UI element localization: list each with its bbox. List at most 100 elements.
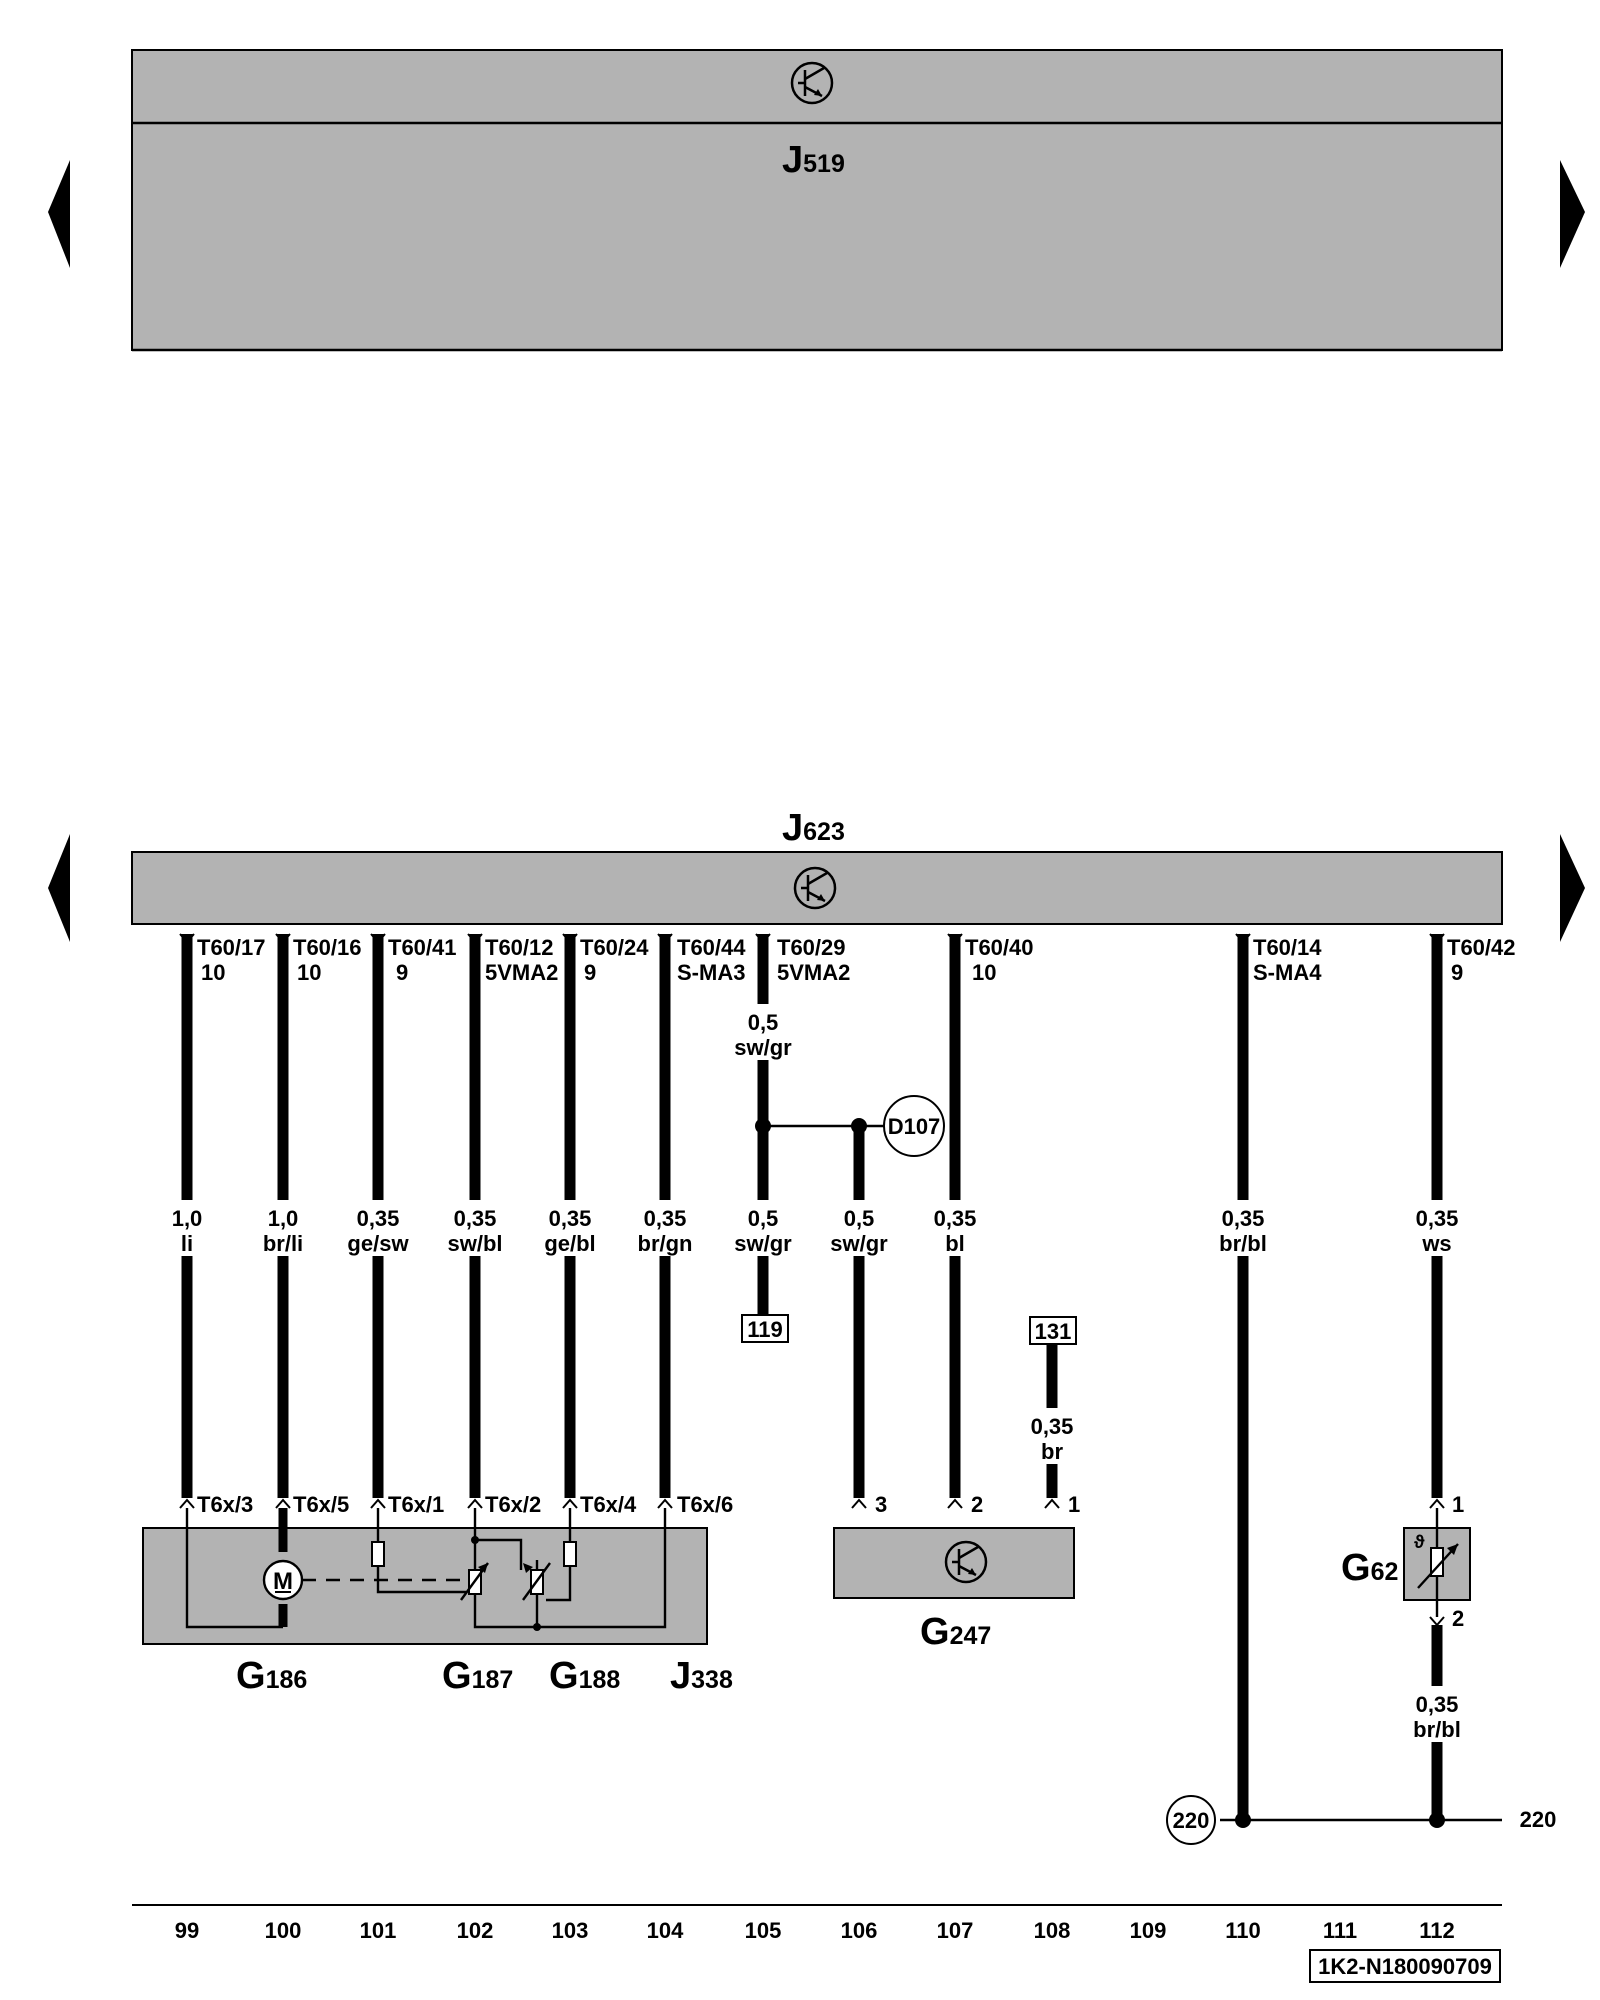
pin-sub-label: 10	[297, 960, 321, 985]
wire-size-label: 0,35	[1031, 1414, 1074, 1439]
page-next-arrow-icon[interactable]	[1560, 834, 1585, 942]
unit-label-j623: J623	[782, 807, 845, 849]
ref-label-131: 131	[1035, 1319, 1072, 1344]
pin-label: T60/44	[677, 935, 746, 960]
sensor-symbol-icon	[944, 1540, 988, 1584]
pin-label: 1	[1068, 1492, 1080, 1517]
bottom-pin-labels: T6x/3 T6x/5 T6x/1 T6x/2 T6x/4 T6x/6 3 2 …	[197, 1492, 1464, 1631]
wire-color-label: ws	[1421, 1231, 1451, 1256]
wire-color-label: br	[1041, 1439, 1063, 1464]
pin-sub-label: S-MA4	[1253, 960, 1322, 985]
column-number: 108	[1034, 1918, 1071, 1943]
wire-size-label: 1,0	[172, 1206, 203, 1231]
column-number: 103	[552, 1918, 589, 1943]
unit-label-j519: J519	[782, 139, 845, 181]
column-number: 105	[745, 1918, 782, 1943]
control-unit-symbol-icon	[793, 866, 837, 910]
wire-color-label: sw/gr	[734, 1231, 792, 1256]
pin-label: T6x/1	[388, 1492, 444, 1517]
unit-j519-box	[131, 49, 1503, 352]
ground-bus-220: 220 220	[1166, 1795, 1557, 1845]
wire-size-label: 0,35	[454, 1206, 497, 1231]
pin-label: 2	[971, 1492, 983, 1517]
pin-label: T6x/5	[293, 1492, 349, 1517]
connector-arrows	[179, 933, 1445, 1627]
wire-color-label: li	[181, 1231, 193, 1256]
wire-size-label: 0,35	[1416, 1692, 1459, 1717]
wire-color-label: bl	[945, 1231, 965, 1256]
wire-color-label: sw/gr	[734, 1035, 792, 1060]
ground-ref-label: 220	[1520, 1807, 1557, 1832]
pin-label: T60/24	[580, 935, 649, 960]
wire-size-label: 0,35	[934, 1206, 977, 1231]
column-number: 112	[1419, 1918, 1455, 1943]
wire-color-label: br/li	[263, 1231, 303, 1256]
junction-d107: D107	[755, 1095, 945, 1157]
pin-label: 2	[1452, 1606, 1464, 1631]
wire-color-label: sw/gr	[830, 1231, 888, 1256]
column-number: 107	[937, 1918, 974, 1943]
wire-color-label: ge/sw	[347, 1231, 409, 1256]
wire-size-label: 0,35	[644, 1206, 687, 1231]
ref-box-119: 119	[741, 1314, 789, 1343]
label-gaps	[170, 1004, 1454, 1742]
page-next-arrow-icon[interactable]	[1560, 160, 1585, 268]
pin-label: T60/40	[965, 935, 1034, 960]
column-number: 102	[457, 1918, 494, 1943]
pin-label: T60/41	[388, 935, 457, 960]
pin-label: T60/17	[197, 935, 266, 960]
pin-sub-label: S-MA3	[677, 960, 745, 985]
wire-size-label: 1,0	[268, 1206, 299, 1231]
column-number: 106	[841, 1918, 878, 1943]
control-unit-symbol-icon	[790, 61, 834, 105]
pin-label: T60/29	[777, 935, 846, 960]
pin-label: T60/14	[1253, 935, 1322, 960]
unit-label-g187: G187	[442, 1655, 513, 1697]
wire-size-label: 0,5	[748, 1206, 779, 1231]
svg-text:ϑ: ϑ	[1414, 1532, 1425, 1552]
wire-size-label: 0,35	[1222, 1206, 1265, 1231]
unit-label-g188: G188	[549, 1655, 620, 1697]
pin-label: T60/16	[293, 935, 362, 960]
ref-box-131: 131	[1029, 1316, 1077, 1345]
component-throttle-unit: M	[142, 1508, 708, 1645]
pin-sub-label: 9	[396, 960, 408, 985]
page-prev-arrow-icon[interactable]	[48, 834, 70, 942]
pin-sub-label: 9	[584, 960, 596, 985]
wire-color-label: ge/bl	[544, 1231, 595, 1256]
pin-label: T60/12	[485, 935, 554, 960]
unit-j623-box	[131, 851, 1503, 925]
pin-sub-label: 10	[201, 960, 225, 985]
pin-label: T6x/6	[677, 1492, 733, 1517]
wire-size-label: 0,35	[1416, 1206, 1459, 1231]
column-number: 110	[1225, 1918, 1261, 1943]
unit-label-j338: J338	[670, 1655, 733, 1697]
pin-label: 3	[875, 1492, 887, 1517]
temperature-sensor-icon: ϑ	[1414, 1508, 1459, 1617]
connector-label-d107: D107	[888, 1114, 941, 1139]
column-number: 99	[175, 1918, 199, 1943]
svg-text:M: M	[273, 1568, 293, 1595]
top-pin-labels: T60/17 10 T60/16 10 T60/41 9 T60/12 5VMA…	[197, 935, 1516, 985]
column-number: 111	[1323, 1918, 1357, 1943]
wire-size-label: 0,5	[748, 1010, 779, 1035]
wire-labels: 1,0 li 1,0 br/li 0,35 ge/sw 0,35 sw/bl 0…	[172, 1010, 1461, 1742]
unit-label-g62: G62	[1341, 1547, 1398, 1589]
unit-label-g186: G186	[236, 1655, 307, 1697]
column-number: 109	[1130, 1918, 1167, 1943]
pin-label: 1	[1452, 1492, 1464, 1517]
motor-icon: M	[262, 1559, 304, 1601]
pin-sub-label: 5VMA2	[777, 960, 850, 985]
column-number: 100	[265, 1918, 302, 1943]
column-number: 104	[647, 1918, 684, 1943]
wire-color-label: sw/bl	[447, 1231, 502, 1256]
wire-color-label: br/gn	[638, 1231, 693, 1256]
page-prev-arrow-icon[interactable]	[48, 160, 70, 268]
pin-sub-label: 9	[1451, 960, 1463, 985]
column-numbers: 99 100 101 102 103 104 105 106 107 108 1…	[175, 1918, 1455, 1943]
pin-label: T6x/3	[197, 1492, 253, 1517]
pin-label: T6x/4	[580, 1492, 637, 1517]
wire-color-label: br/bl	[1413, 1717, 1461, 1742]
wire-color-label: br/bl	[1219, 1231, 1267, 1256]
